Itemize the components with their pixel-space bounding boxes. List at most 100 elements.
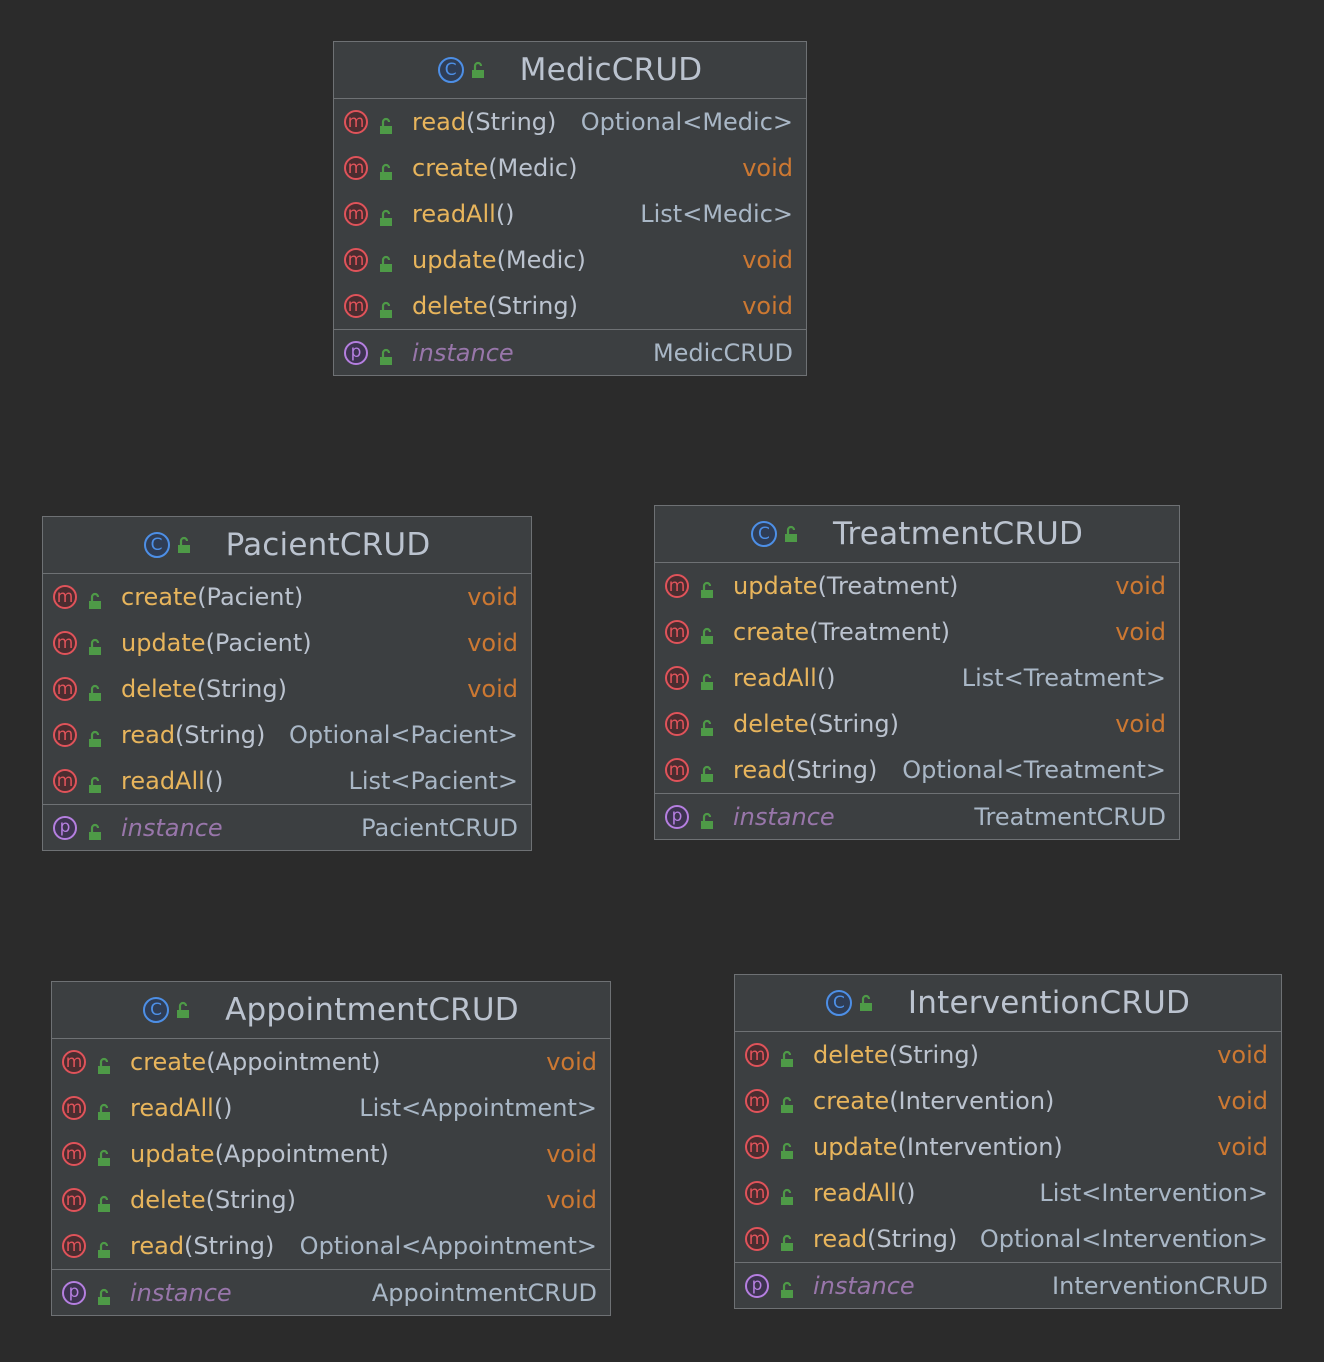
method-signature: delete(String) bbox=[130, 1186, 534, 1214]
method-params: (String) bbox=[466, 108, 557, 136]
public-lock-icon bbox=[699, 808, 717, 829]
return-type: void bbox=[546, 1048, 597, 1076]
field-name: instance bbox=[733, 802, 835, 831]
method-params: (Treatment) bbox=[809, 618, 951, 646]
method-icon: m bbox=[344, 248, 368, 272]
method-params: () bbox=[204, 767, 224, 795]
method-icon: m bbox=[344, 202, 368, 226]
property-icon: p bbox=[62, 1280, 86, 1305]
method-params: () bbox=[816, 664, 836, 692]
public-lock-icon bbox=[96, 1237, 114, 1258]
method-name: delete bbox=[130, 1186, 206, 1214]
public-lock-icon bbox=[779, 1277, 797, 1298]
method-params: (Appointment) bbox=[206, 1048, 381, 1076]
public-lock-icon bbox=[699, 577, 717, 598]
return-type: List<Treatment> bbox=[961, 664, 1166, 692]
method-icon: m bbox=[745, 1089, 769, 1113]
method-icon: m bbox=[344, 294, 368, 318]
public-lock-icon bbox=[96, 1191, 114, 1212]
public-lock-icon bbox=[175, 1001, 193, 1019]
return-type: List<Appointment> bbox=[359, 1094, 597, 1122]
return-type: void bbox=[1217, 1041, 1268, 1069]
property-icon: p bbox=[344, 340, 368, 365]
method-name: create bbox=[412, 154, 489, 182]
return-type: Optional<Medic> bbox=[580, 108, 793, 136]
method-params: (Pacient) bbox=[197, 583, 304, 611]
method-name: read bbox=[130, 1232, 185, 1260]
method-icon: m bbox=[745, 1043, 769, 1067]
method-name: update bbox=[412, 246, 497, 274]
public-lock-icon bbox=[779, 1092, 797, 1113]
public-lock-icon bbox=[87, 819, 105, 840]
method-name: delete bbox=[121, 675, 197, 703]
method-name: update bbox=[733, 572, 818, 600]
public-lock-icon bbox=[470, 61, 488, 79]
method-params: () bbox=[896, 1179, 916, 1207]
public-lock-icon bbox=[378, 113, 396, 134]
public-lock-icon bbox=[378, 205, 396, 226]
method-name: create bbox=[813, 1087, 890, 1115]
field-type: InterventionCRUD bbox=[1052, 1271, 1268, 1300]
method-params: (String) bbox=[867, 1225, 958, 1253]
field-row[interactable]: p instance InterventionCRUD bbox=[735, 1262, 1281, 1308]
class-name: PacientCRUD bbox=[225, 527, 431, 563]
return-type: Optional<Pacient> bbox=[288, 721, 518, 749]
return-type: void bbox=[1115, 710, 1166, 738]
field-name: instance bbox=[813, 1271, 915, 1300]
return-type: void bbox=[742, 246, 793, 274]
property-icon: p bbox=[745, 1273, 769, 1298]
public-lock-icon bbox=[87, 588, 105, 609]
public-lock-icon bbox=[858, 994, 876, 1012]
method-params: (String) bbox=[184, 1232, 275, 1260]
public-lock-icon bbox=[699, 715, 717, 736]
public-lock-icon bbox=[96, 1099, 114, 1120]
method-name: create bbox=[733, 618, 810, 646]
method-signature: readAll() bbox=[130, 1094, 347, 1122]
method-signature: delete(String) bbox=[121, 675, 455, 703]
method-signature: delete(String) bbox=[412, 292, 730, 320]
method-params: (String) bbox=[175, 721, 266, 749]
method-signature: read(String) bbox=[813, 1225, 968, 1253]
return-type: void bbox=[1217, 1087, 1268, 1115]
public-lock-icon bbox=[87, 680, 105, 701]
